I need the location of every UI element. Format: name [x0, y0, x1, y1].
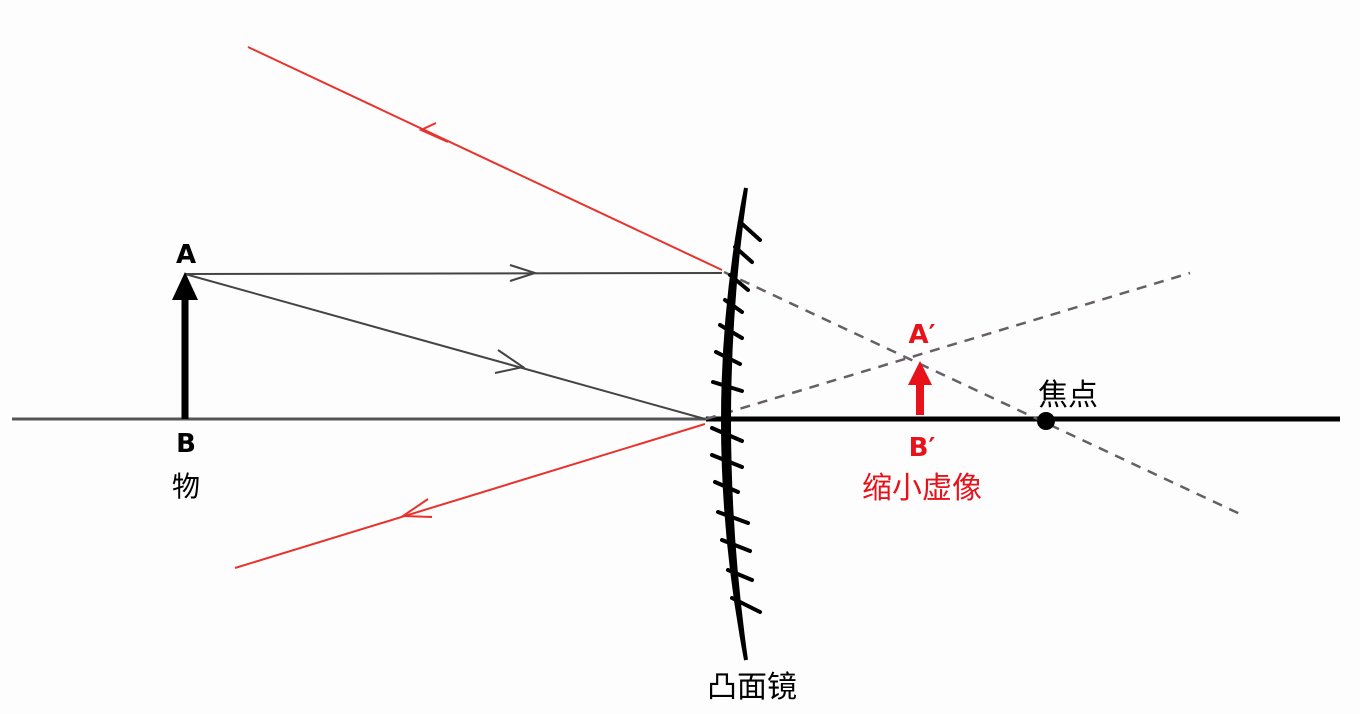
label-A: A: [176, 240, 196, 270]
ray-arrow-diagonal: [494, 349, 526, 374]
reflected-ray-bottom: [234, 423, 706, 569]
reflected-ray-top: [247, 46, 723, 271]
label-B: B: [176, 429, 196, 459]
label-A-prime: A′: [909, 320, 936, 350]
incident-ray-parallel: [184, 272, 723, 275]
focal-point: [1037, 412, 1055, 430]
dashed-extension-2: [705, 271, 1191, 421]
label-object: 物: [172, 470, 200, 503]
label-mirror: 凸面镜: [707, 670, 797, 705]
convex-mirror: [721, 187, 748, 661]
dashed-extension-1: [723, 270, 1241, 516]
label-focus: 焦点: [1038, 378, 1098, 413]
label-image: 缩小虚像: [862, 471, 982, 506]
ray-arrow-bottom: [399, 498, 433, 518]
ray-arrow-right: [509, 264, 539, 282]
mirror-hatching: [710, 220, 762, 614]
ray-arrow-top: [418, 122, 449, 143]
image-arrow-head: [908, 361, 932, 385]
incident-ray-to-vertex: [184, 273, 706, 420]
object-arrow-head: [172, 272, 198, 300]
label-B-prime: B′: [909, 433, 936, 463]
